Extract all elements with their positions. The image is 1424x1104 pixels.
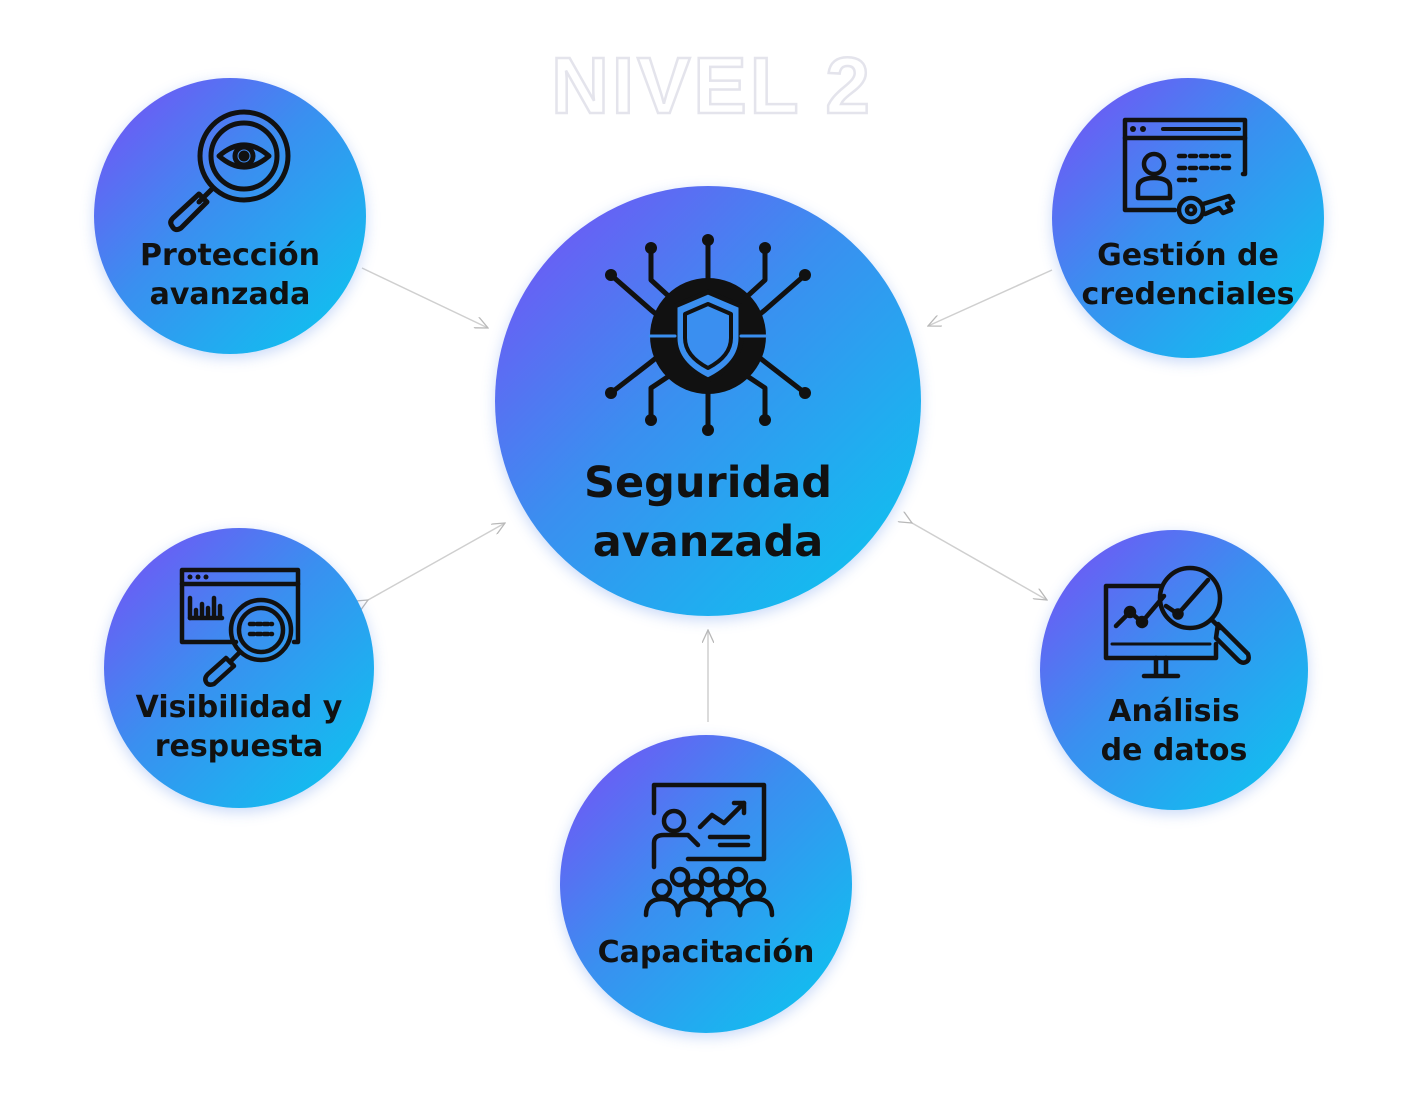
node-label-analisis: Análisis de datos — [1100, 694, 1248, 768]
node-proteccion-avanzada: Protección avanzada — [94, 78, 366, 354]
node-label-capacitacion: Capacitación — [597, 935, 815, 970]
diagram-title: NIVEL 2 — [550, 40, 873, 132]
node-label-seguridad: Seguridad avanzada — [583, 458, 833, 568]
node-analisis-datos: Análisis de datos — [1040, 530, 1308, 810]
connector-analisis — [912, 523, 1047, 600]
browser-chart-magnifier-icon — [179, 567, 301, 687]
node-capacitacion: Capacitación — [560, 735, 852, 1033]
connector-gestion — [928, 269, 1053, 326]
magnifier-eye-icon — [168, 109, 291, 233]
connector-proteccion — [361, 267, 488, 329]
presentation-audience-icon — [643, 782, 775, 918]
connector-visibilidad — [368, 523, 505, 600]
node-label-proteccion: Protección avanzada — [140, 238, 320, 312]
node-gestion-credenciales: Gestión de credenciales — [1052, 78, 1324, 358]
node-label-visibilidad: Visibilidad y respuesta — [135, 690, 343, 764]
monitor-chart-magnifier-icon — [1103, 565, 1251, 679]
node-visibilidad-respuesta: Visibilidad y respuesta — [104, 528, 374, 808]
node-label-gestion: Gestión de credenciales — [1081, 238, 1295, 312]
shield-globe-network-icon — [605, 234, 811, 436]
node-seguridad-avanzada: Seguridad avanzada — [495, 186, 921, 616]
browser-user-key-icon — [1122, 117, 1248, 225]
